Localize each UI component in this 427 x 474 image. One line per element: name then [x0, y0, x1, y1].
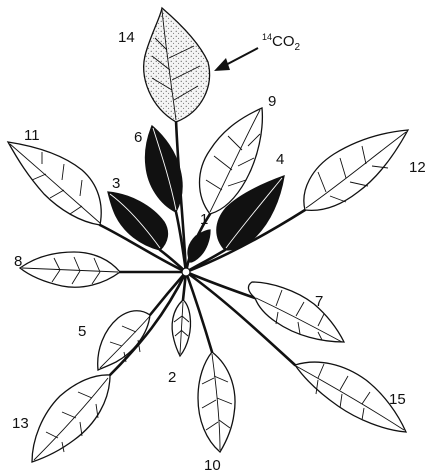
- leaf-label-11: 11: [24, 127, 40, 144]
- co2-arrow-icon: [214, 48, 258, 71]
- stem-7: [186, 272, 255, 298]
- stem-junction: [182, 268, 190, 276]
- co2-annotation: 14CO2: [262, 32, 301, 53]
- leaf-label-15: 15: [389, 391, 406, 408]
- leaf-label-6: 6: [134, 129, 142, 146]
- leaf-label-4: 4: [276, 151, 284, 168]
- leaf-7: [248, 282, 344, 342]
- leaf-label-13: 13: [12, 415, 29, 432]
- leaf-label-8: 8: [14, 253, 22, 270]
- leaf-10: [198, 352, 235, 452]
- leaf-2: [172, 300, 190, 356]
- leaf-12: [304, 130, 408, 210]
- leaf-label-7: 7: [315, 293, 323, 310]
- leaf-label-9: 9: [268, 93, 276, 110]
- leaf-label-12: 12: [409, 159, 426, 176]
- leaf-11: [8, 142, 101, 225]
- leaf-3: [108, 192, 167, 250]
- leaf-1: [188, 230, 210, 262]
- leaf-8: [20, 252, 120, 287]
- leaf-label-5: 5: [78, 323, 86, 340]
- leaf-label-10: 10: [204, 457, 221, 474]
- leaf-label-1: 1: [200, 211, 208, 228]
- leaf-label-14: 14: [118, 29, 135, 46]
- leaf-14: [144, 8, 210, 122]
- leaf-13: [32, 375, 110, 462]
- leaf-label-3: 3: [112, 175, 120, 192]
- leaf-label-2: 2: [168, 369, 176, 386]
